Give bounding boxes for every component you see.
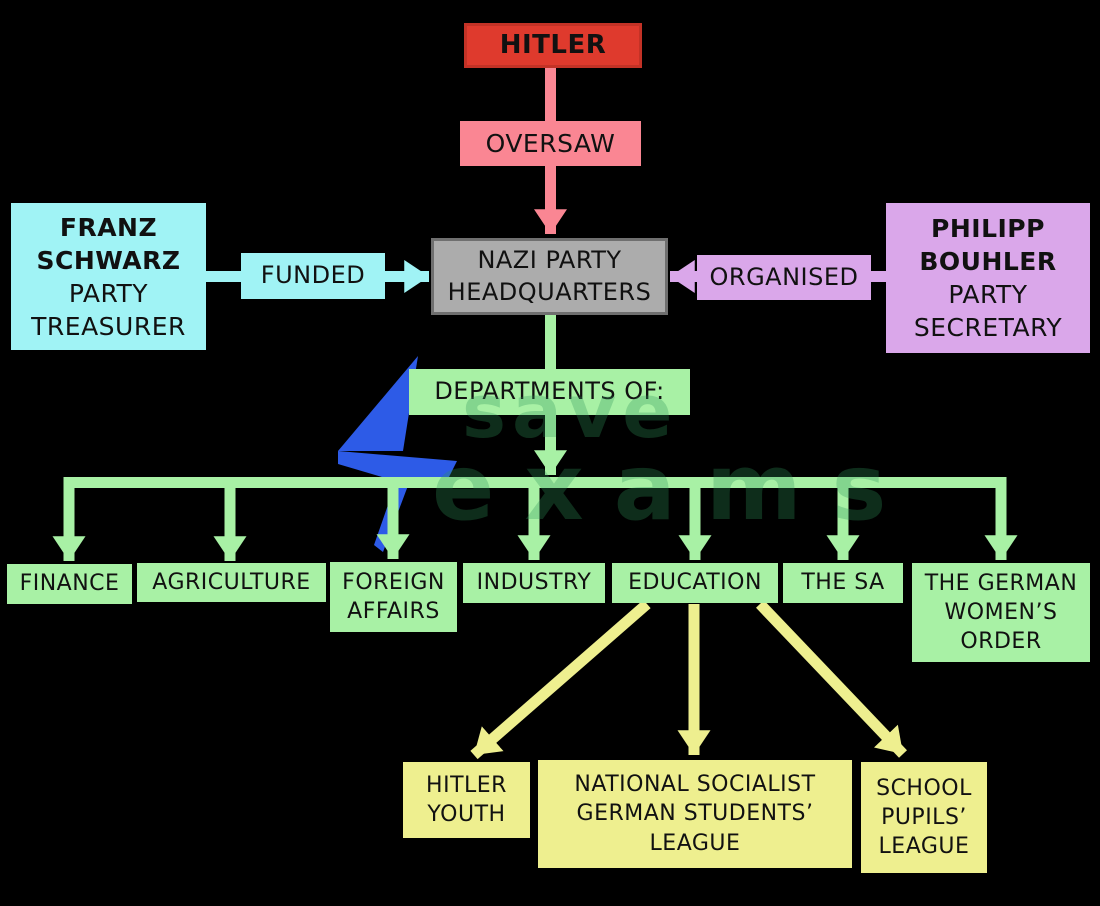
department-box-industry: INDUSTRY — [463, 563, 605, 603]
department-box-agriculture: AGRICULTURE — [137, 563, 326, 602]
funded-label-box: FUNDED — [241, 253, 385, 299]
franz-schwarz-box: FRANZ SCHWARZ PARTY TREASURER — [11, 203, 206, 350]
treasurer-name: FRANZ SCHWARZ — [36, 212, 181, 275]
department-box-finance: FINANCE — [7, 564, 132, 604]
secretary-name: PHILIPP BOUHLER — [919, 214, 1057, 276]
hitler-box: HITLER — [464, 23, 642, 68]
nazi-party-headquarters-box: NAZI PARTY HEADQUARTERS — [431, 238, 668, 315]
hitler-youth-box: HITLER YOUTH — [403, 762, 530, 838]
secretary-role: PARTY SECRETARY — [913, 280, 1063, 342]
arrow-to-pupils-league — [756, 600, 907, 758]
oversaw-label-box: OVERSAW — [460, 121, 641, 166]
department-box-german-womens-order: THE GERMAN WOMEN’S ORDER — [912, 563, 1090, 662]
philipp-bouhler-box: PHILIPP BOUHLER PARTY SECRETARY — [886, 203, 1090, 353]
treasurer-role: PARTY TREASURER — [31, 278, 186, 341]
department-box-the-sa: THE SA — [783, 563, 903, 603]
school-pupils-league-box: SCHOOL PUPILS’ LEAGUE — [861, 762, 987, 873]
departments-of-label-box: DEPARTMENTS OF: — [409, 369, 690, 415]
arrow-to-hitler-youth — [470, 599, 651, 760]
department-branch-arrows — [52, 483, 1018, 561]
education-branch-arrows — [470, 599, 907, 760]
department-box-education: EDUCATION — [612, 563, 778, 603]
organised-label-box: ORGANISED — [697, 255, 871, 300]
students-league-box: NATIONAL SOCIALIST GERMAN STUDENTS’ LEAG… — [538, 760, 852, 868]
department-box-foreign-affairs: FOREIGN AFFAIRS — [330, 562, 457, 632]
